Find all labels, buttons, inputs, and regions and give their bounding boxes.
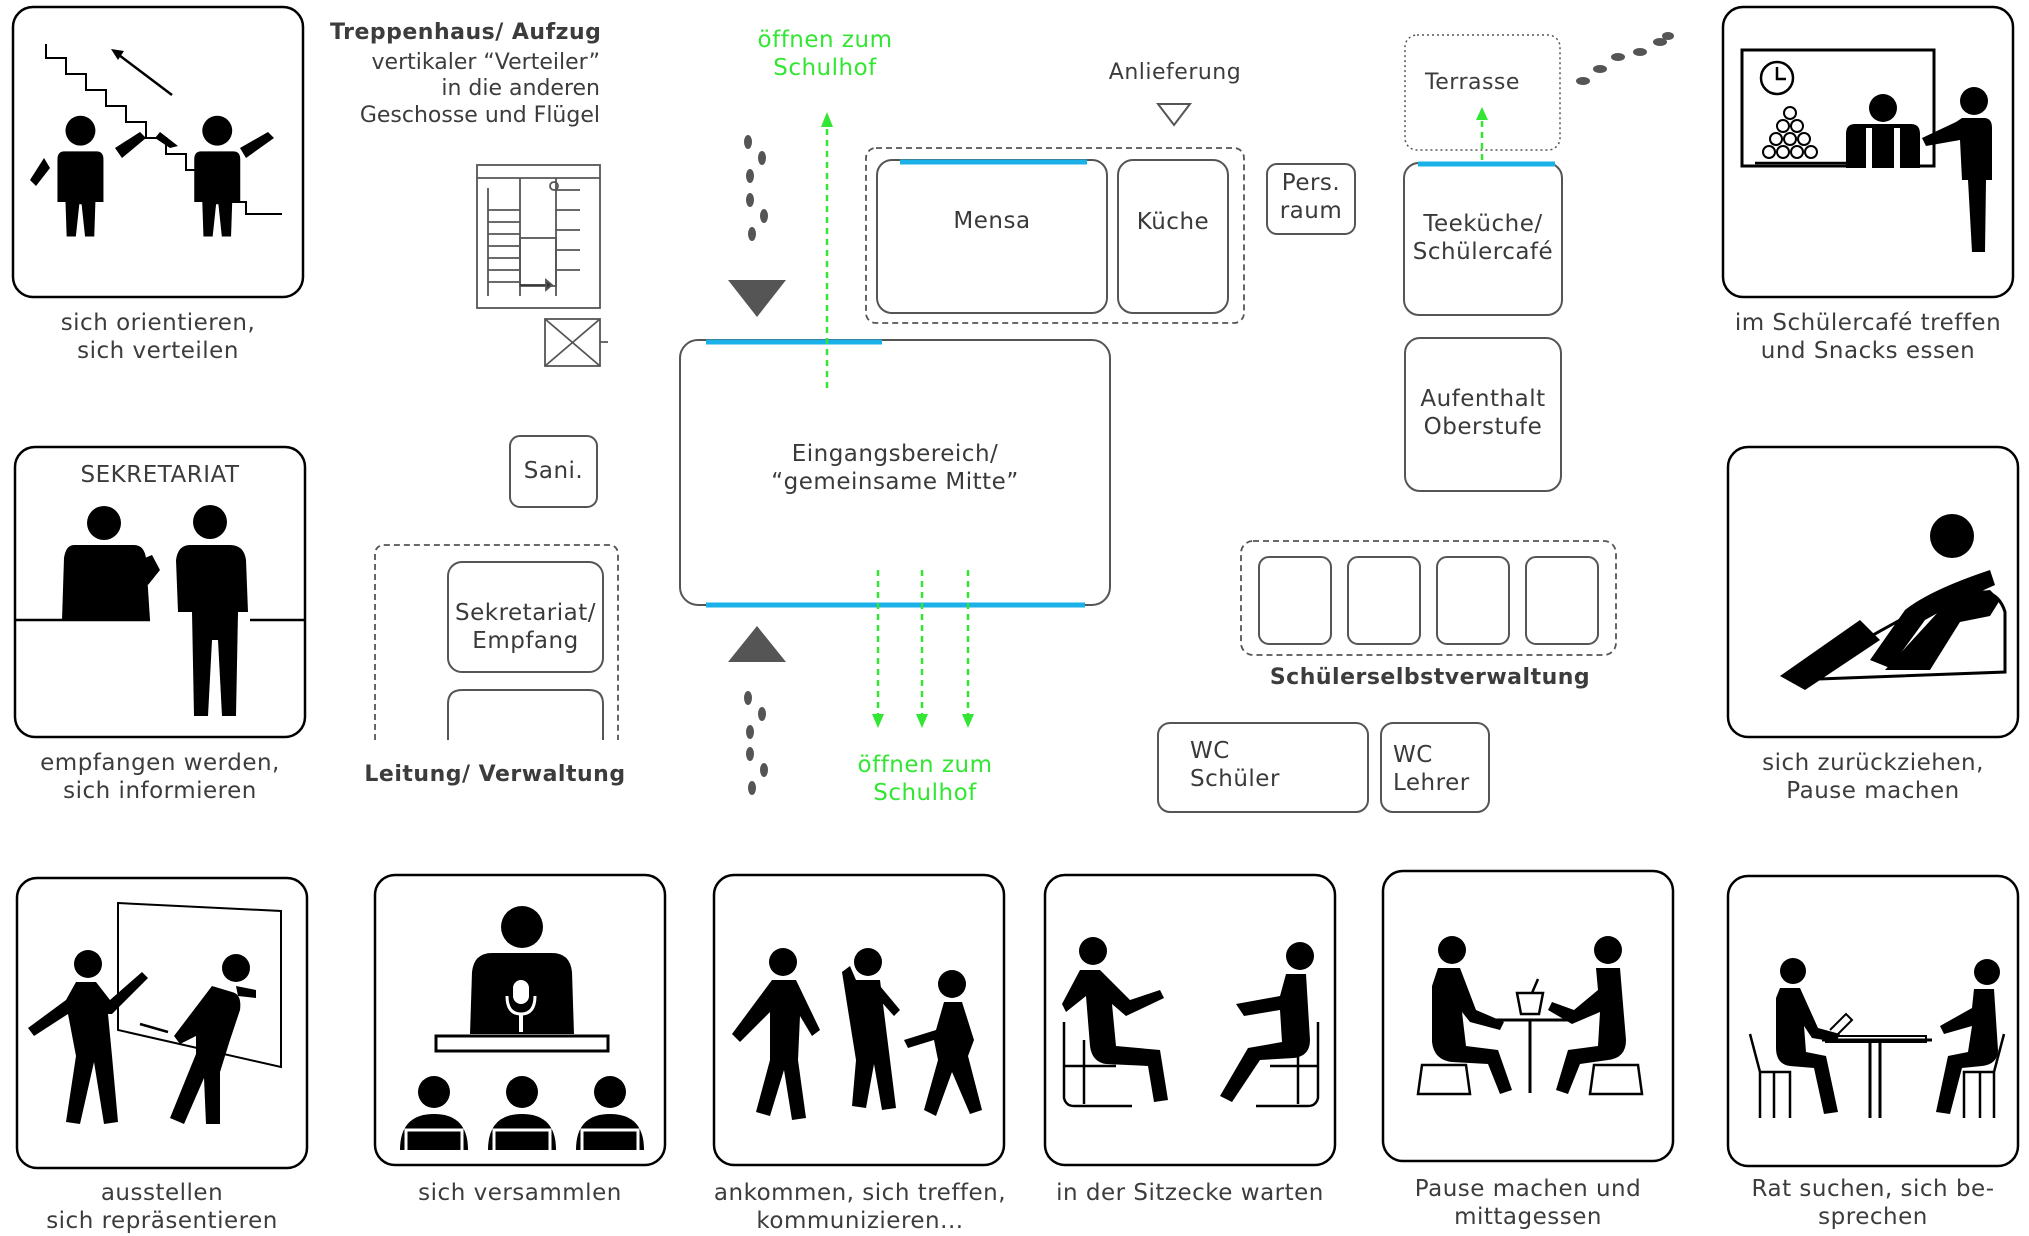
dining-dashed-group — [865, 147, 1245, 324]
mensa-label: Mensa — [953, 208, 1031, 234]
room-pers-raum — [1266, 163, 1356, 235]
caption-arrive: ankommen, sich treffen, kommunizieren... — [713, 1180, 1007, 1234]
kueche-label: Küche — [1136, 209, 1210, 235]
open-to-yard-top: öffnen zum Schulhof — [757, 27, 893, 81]
room-sani — [509, 435, 598, 508]
terrasse-label: Terrasse — [1425, 70, 1520, 95]
room-admin-office — [447, 689, 604, 740]
caption-exhibit: ausstellen sich repräsentieren — [46, 1180, 278, 1234]
pers-raum-label: Pers. raum — [1279, 170, 1343, 224]
footprints-bottom — [744, 691, 768, 795]
icon-frame-lunch — [1381, 869, 1675, 1163]
schuelerselbst-label: Schülerselbstverwaltung — [1269, 665, 1591, 690]
icon-frame-cafe — [1721, 5, 2015, 299]
room-wc-schueler — [1157, 722, 1369, 813]
room-council-1 — [1258, 556, 1332, 645]
stairs-description: vertikaler “Verteiler” in die anderen Ge… — [359, 50, 600, 128]
open-to-yard-bottom: öffnen zum Schulhof — [857, 752, 993, 806]
caption-wait: in der Sitzecke warten — [1056, 1180, 1324, 1206]
eingang-label: Eingangsbereich/ “gemeinsame Mitte” — [771, 441, 1019, 495]
footprints-terrasse — [1576, 32, 1674, 85]
wc-lehrer-label: WC Lehrer — [1393, 742, 1470, 796]
leitung-label: Leitung/ Verwaltung — [364, 762, 626, 787]
wc-schueler-label: WC Schüler — [1190, 738, 1280, 792]
caption-orientation: sich orientieren, sich verteilen — [60, 310, 256, 364]
caption-cafe: im Schülercafé treffen und Snacks essen — [1734, 310, 2002, 364]
arrive-pictogram — [732, 948, 982, 1120]
caption-reception: empfangen werden, sich informieren — [40, 750, 280, 804]
stair-plan-drawing — [476, 164, 608, 367]
admin-dashed-group — [374, 544, 619, 740]
icon-frame-wait — [1043, 873, 1337, 1167]
icon-frame-retreat — [1726, 445, 2020, 739]
entrance-arrow-top — [728, 280, 786, 317]
icon-frame-orientation — [11, 5, 305, 299]
icon-frame-advice — [1726, 874, 2020, 1168]
room-aufenthalt — [1404, 337, 1562, 492]
entrance-arrow-bottom — [728, 626, 786, 662]
delivery-triangle — [1155, 103, 1193, 127]
caption-retreat: sich zurückziehen, Pause machen — [1762, 750, 1984, 804]
room-council-4 — [1525, 556, 1599, 645]
aufenthalt-label: Aufenthalt Oberstufe — [1420, 386, 1546, 440]
room-council-3 — [1436, 556, 1510, 645]
cafe-pictogram — [1740, 48, 1992, 252]
delivery-label: Anlieferung — [1108, 60, 1242, 85]
icon-frame-reception — [13, 445, 307, 739]
room-wc-lehrer — [1380, 722, 1490, 813]
teekueche-label: Teeküche/ Schülercafé — [1412, 211, 1554, 265]
student-council-dashed-group — [1240, 540, 1617, 656]
exhibit-pictogram — [28, 901, 282, 1124]
retreat-pictogram — [1780, 514, 2007, 690]
room-council-2 — [1347, 556, 1421, 645]
icon-frame-assemble — [373, 873, 667, 1167]
caption-advice: Rat suchen, sich be- sprechen — [1751, 1176, 1995, 1230]
room-terrasse — [1404, 34, 1561, 151]
room-kueche — [1117, 159, 1229, 314]
orientation-pictogram — [30, 44, 282, 237]
assemble-pictogram — [400, 906, 644, 1150]
caption-assemble: sich versammlen — [418, 1180, 622, 1206]
room-sekretariat — [447, 561, 604, 673]
stairs-title: Treppenhaus/ Aufzug — [330, 20, 602, 45]
caption-lunch: Pause machen und mittagessen — [1414, 1176, 1642, 1230]
icon-frame-exhibit — [15, 876, 309, 1170]
sekretariat-label: Sekretariat/ Empfang — [455, 600, 596, 654]
wait-pictogram — [1062, 937, 1320, 1108]
sani-label: Sani. — [523, 458, 584, 484]
icon-frame-arrive — [712, 873, 1006, 1167]
advice-pictogram — [1748, 958, 2006, 1118]
room-mensa — [876, 159, 1108, 314]
sekretariat-sign: SEKRETARIAT — [80, 462, 240, 488]
reception-pictogram — [15, 505, 305, 716]
lunch-pictogram — [1416, 936, 1644, 1096]
footprints-top — [744, 135, 768, 241]
